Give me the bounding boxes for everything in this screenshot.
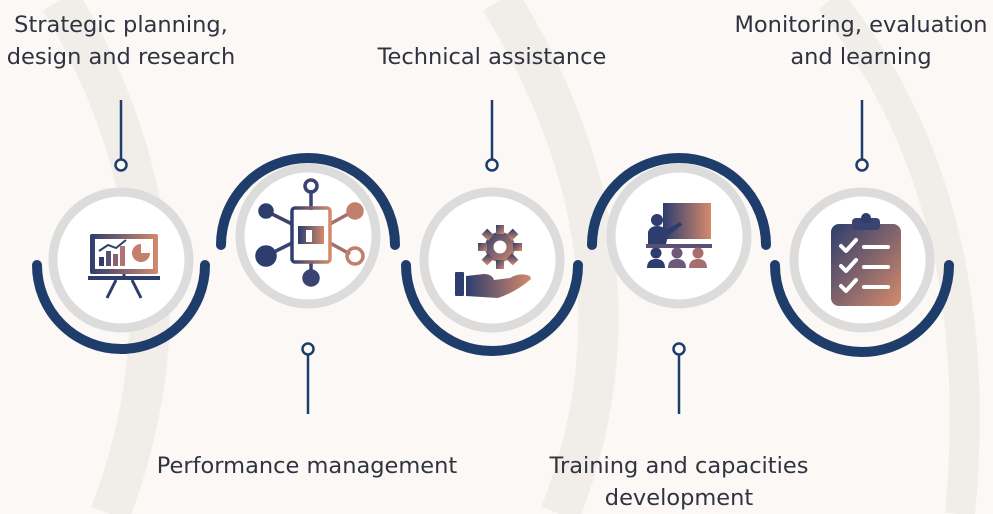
arc-technical bbox=[401, 260, 583, 356]
classroom-teacher-icon bbox=[646, 203, 712, 268]
step-label-performance: Performance management bbox=[156, 453, 458, 479]
network-hub-icon bbox=[255, 178, 365, 287]
step-label-strategic: Strategic planning,design and research bbox=[6, 12, 236, 70]
pin-connectors bbox=[114, 100, 869, 414]
clipboard-checklist-icon bbox=[831, 213, 901, 306]
arc-performance bbox=[216, 153, 400, 250]
presentation-chart-icon bbox=[88, 234, 160, 299]
arc-monitoring bbox=[770, 260, 954, 357]
arc-strategic bbox=[32, 260, 210, 354]
arc-training bbox=[587, 153, 771, 250]
gear-hand-icon bbox=[455, 225, 531, 298]
step-label-technical: Technical assistance bbox=[377, 44, 607, 70]
connector-arcs bbox=[32, 153, 954, 357]
